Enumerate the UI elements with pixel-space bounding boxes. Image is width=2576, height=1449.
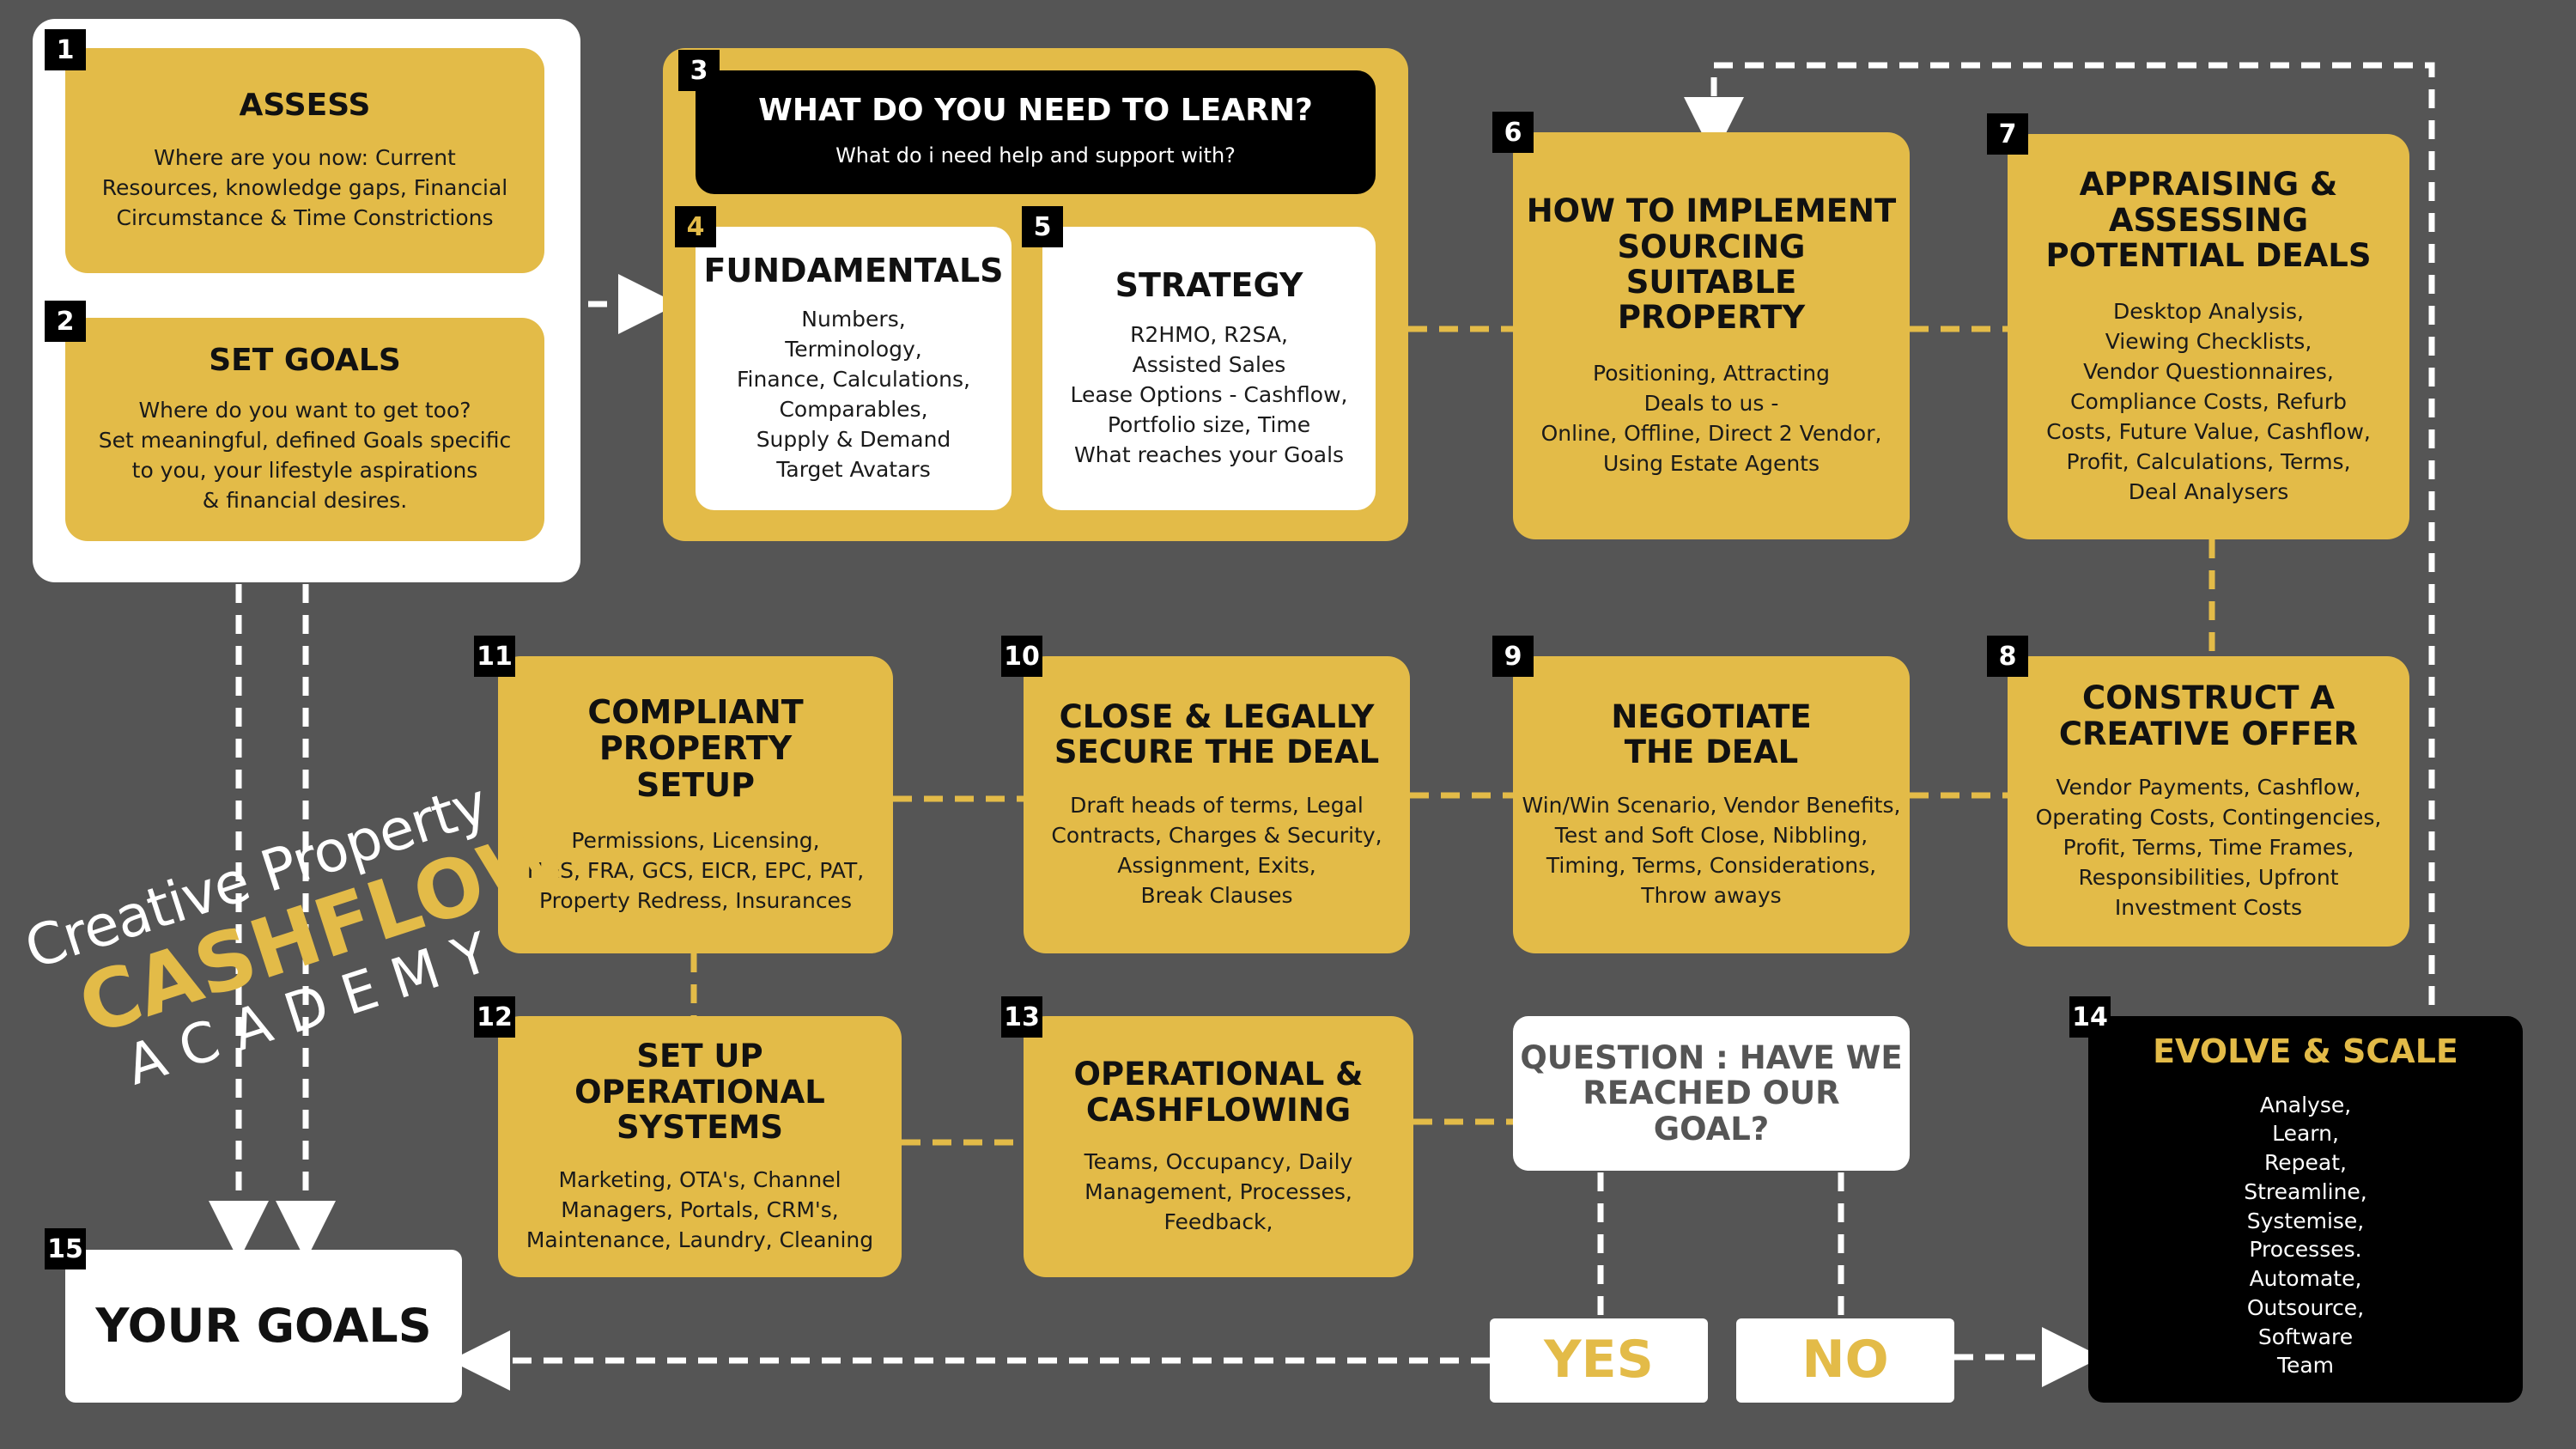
step-title: ASSESS — [239, 88, 371, 124]
step-title: SET UP OPERATIONAL SYSTEMS — [574, 1038, 825, 1147]
step-title: STRATEGY — [1115, 266, 1303, 305]
step-body: Where do you want to get too? Set meanin… — [98, 398, 512, 514]
question-box[interactable]: QUESTION : HAVE WE REACHED OUR GOAL? — [1513, 1016, 1910, 1171]
step-sourcing-property[interactable]: HOW TO IMPLEMENT SOURCING SUITABLE PROPE… — [1513, 132, 1910, 539]
no-label: NO — [1801, 1330, 1889, 1391]
step-negotiate[interactable]: NEGOTIATE THE DEAL Win/Win Scenario, Ven… — [1513, 656, 1910, 953]
step-assess[interactable]: ASSESS Where are you now: Current Resour… — [65, 48, 544, 273]
step-operational-systems[interactable]: SET UP OPERATIONAL SYSTEMS Marketing, OT… — [498, 1016, 902, 1277]
step-title: COMPLIANT PROPERTY SETUP — [587, 692, 804, 804]
step-title: OPERATIONAL & CASHFLOWING — [1073, 1056, 1364, 1129]
step-appraising-deals[interactable]: APPRAISING & ASSESSING POTENTIAL DEALS D… — [2008, 134, 2409, 539]
step-number-badge: 9 — [1492, 636, 1534, 677]
step-body: Vendor Payments, Cashflow, Operating Cos… — [2035, 774, 2382, 920]
step-evolve-scale[interactable]: EVOLVE & SCALE Analyse, Learn, Repeat, S… — [2088, 1016, 2523, 1403]
step-number-badge: 1 — [45, 29, 86, 70]
step-body: Desktop Analysis, Viewing Checklists, Ve… — [2046, 298, 2371, 504]
step-close-deal[interactable]: CLOSE & LEGALLY SECURE THE DEAL Draft he… — [1024, 656, 1410, 953]
yes-label: YES — [1544, 1330, 1654, 1391]
step-title: FUNDAMENTALS — [703, 251, 1004, 289]
step-number-badge: 13 — [1001, 996, 1042, 1038]
no-button[interactable]: NO — [1736, 1318, 1954, 1403]
step-number-badge: 10 — [1001, 636, 1042, 677]
step-number-badge: 7 — [1987, 113, 2028, 155]
step-title: WHAT DO YOU NEED TO LEARN? — [758, 93, 1313, 129]
step-body: What do i need help and support with? — [835, 143, 1236, 168]
step-body: Analyse, Learn, Repeat, Streamline, Syst… — [2244, 1092, 2367, 1379]
step-number-badge: 6 — [1492, 112, 1534, 153]
step-number-badge: 14 — [2069, 996, 2111, 1038]
step-body: Numbers, Terminology, Finance, Calculati… — [737, 307, 970, 483]
step-number-badge: 5 — [1022, 206, 1063, 247]
step-fundamentals[interactable]: FUNDAMENTALS Numbers, Terminology, Finan… — [696, 227, 1012, 510]
step-number-badge: 8 — [1987, 636, 2028, 677]
step-compliant-setup[interactable]: COMPLIANT PROPERTY SETUP Permissions, Li… — [498, 656, 893, 953]
step-title: EVOLVE & SCALE — [2153, 1032, 2458, 1070]
step-body: Teams, Occupancy, Daily Management, Proc… — [1084, 1148, 1353, 1234]
step-title: CONSTRUCT A CREATIVE OFFER — [2058, 679, 2359, 752]
step-operational-cashflowing[interactable]: OPERATIONAL & CASHFLOWING Teams, Occupan… — [1024, 1016, 1413, 1277]
step-body: Where are you now: Current Resources, kn… — [101, 144, 508, 230]
step-number-badge: 4 — [675, 206, 716, 247]
step-body: Permissions, Licensing, H&S, FRA, GCS, E… — [526, 828, 865, 914]
step-title: NEGOTIATE THE DEAL — [1611, 697, 1812, 770]
step-set-goals[interactable]: SET GOALS Where do you want to get too? … — [65, 318, 544, 541]
step-title: CLOSE & LEGALLY SECURE THE DEAL — [1054, 697, 1380, 770]
step-title: SET GOALS — [209, 342, 401, 378]
step-number-badge: 15 — [45, 1228, 86, 1269]
step-body: Draft heads of terms, Legal Contracts, C… — [1051, 793, 1382, 909]
your-goals-title: YOUR GOALS — [95, 1298, 432, 1353]
your-goals-box[interactable]: YOUR GOALS — [65, 1250, 462, 1403]
step-body: Win/Win Scenario, Vendor Benefits, Test … — [1522, 793, 1901, 909]
step-number-badge: 11 — [474, 636, 515, 677]
step-number-badge: 12 — [474, 996, 515, 1038]
step-what-to-learn[interactable]: WHAT DO YOU NEED TO LEARN? What do i nee… — [696, 70, 1376, 194]
step-body: Positioning, Attracting Deals to us - On… — [1540, 360, 1882, 476]
step-creative-offer[interactable]: CONSTRUCT A CREATIVE OFFER Vendor Paymen… — [2008, 656, 2409, 947]
step-title: HOW TO IMPLEMENT SOURCING SUITABLE PROPE… — [1526, 192, 1897, 337]
step-title: APPRAISING & ASSESSING POTENTIAL DEALS — [2045, 166, 2372, 275]
step-body: Marketing, OTA's, Channel Managers, Port… — [526, 1166, 874, 1252]
step-strategy[interactable]: STRATEGY R2HMO, R2SA, Assisted Sales Lea… — [1042, 227, 1376, 510]
arrow-evolve-loop-to-sourcing — [1684, 62, 2435, 1005]
question-text: QUESTION : HAVE WE REACHED OUR GOAL? — [1520, 1038, 1903, 1148]
step-number-badge: 2 — [45, 301, 86, 342]
step-number-badge: 3 — [678, 50, 720, 91]
yes-button[interactable]: YES — [1490, 1318, 1708, 1403]
step-body: R2HMO, R2SA, Assisted Sales Lease Option… — [1070, 321, 1348, 467]
